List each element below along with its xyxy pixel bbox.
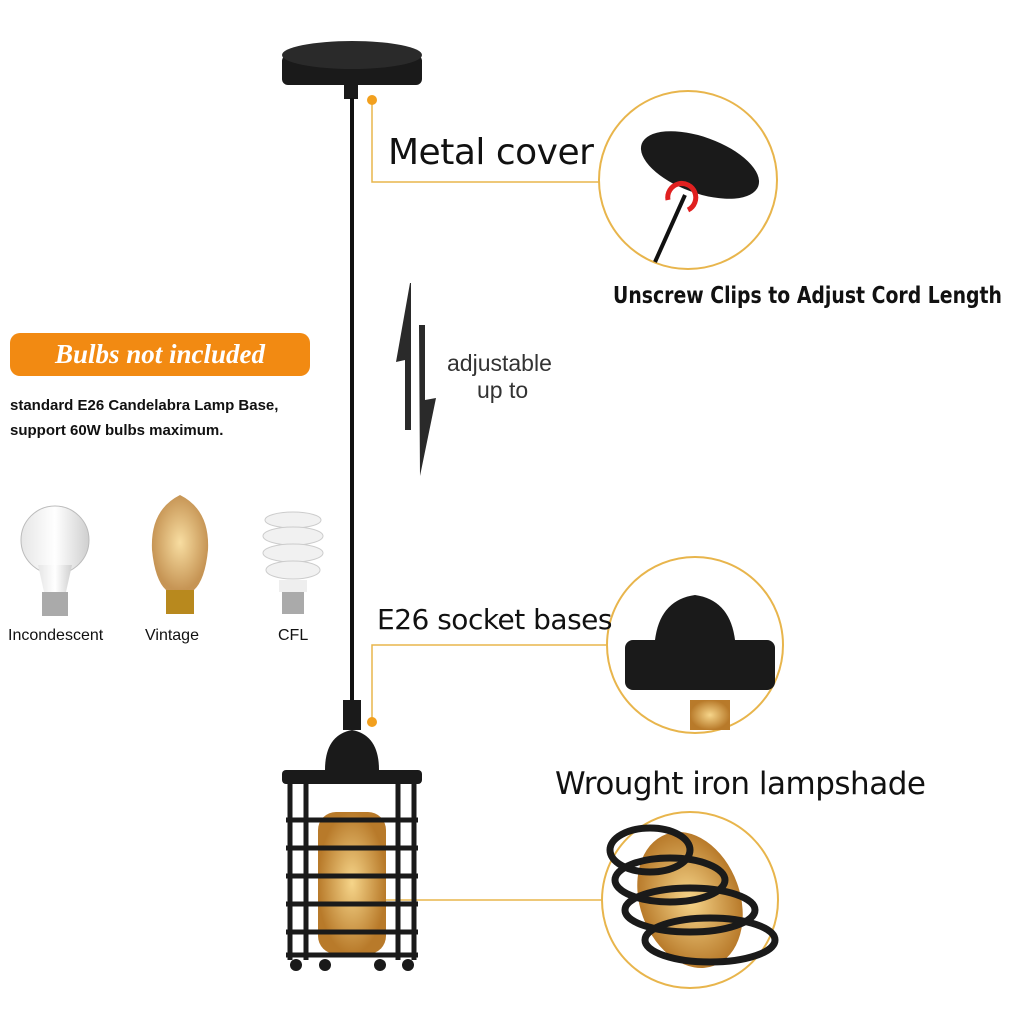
marker-dot	[367, 717, 377, 727]
bulbs-not-included-badge: Bulbs not included	[10, 333, 310, 376]
cfl-bulb-icon	[262, 511, 324, 614]
bulb-note-line2: support 60W bulbs maximum.	[10, 422, 224, 439]
vintage-bulb-icon	[151, 495, 209, 614]
detail-lampshade	[601, 811, 779, 989]
detail-canopy	[598, 90, 778, 270]
lampshade-label: Wrought iron lampshade	[555, 766, 926, 802]
bulb-note-line1: standard E26 Candelabra Lamp Base,	[10, 397, 279, 414]
bulb-label-vintage: Vintage	[145, 627, 199, 644]
cord-tip-label: Unscrew Clips to Adjust Cord Length	[613, 283, 1002, 309]
marker-dot	[367, 95, 377, 105]
bulb-label-cfl: CFL	[278, 627, 309, 644]
lamp-cage	[282, 700, 422, 971]
adjust-arrows-icon	[396, 283, 436, 476]
leader-lines	[371, 100, 607, 901]
metal-cover-label: Metal cover	[388, 132, 594, 173]
bulb-label-incandescent: Incondescent	[8, 627, 104, 644]
incandescent-bulb-icon	[20, 505, 90, 616]
ceiling-canopy	[282, 41, 422, 99]
adjustable-label: adjustable	[447, 350, 552, 376]
detail-socket	[606, 556, 784, 734]
socket-label: E26 socket bases	[377, 603, 613, 636]
adjustable-sub-label: up to	[477, 377, 529, 403]
